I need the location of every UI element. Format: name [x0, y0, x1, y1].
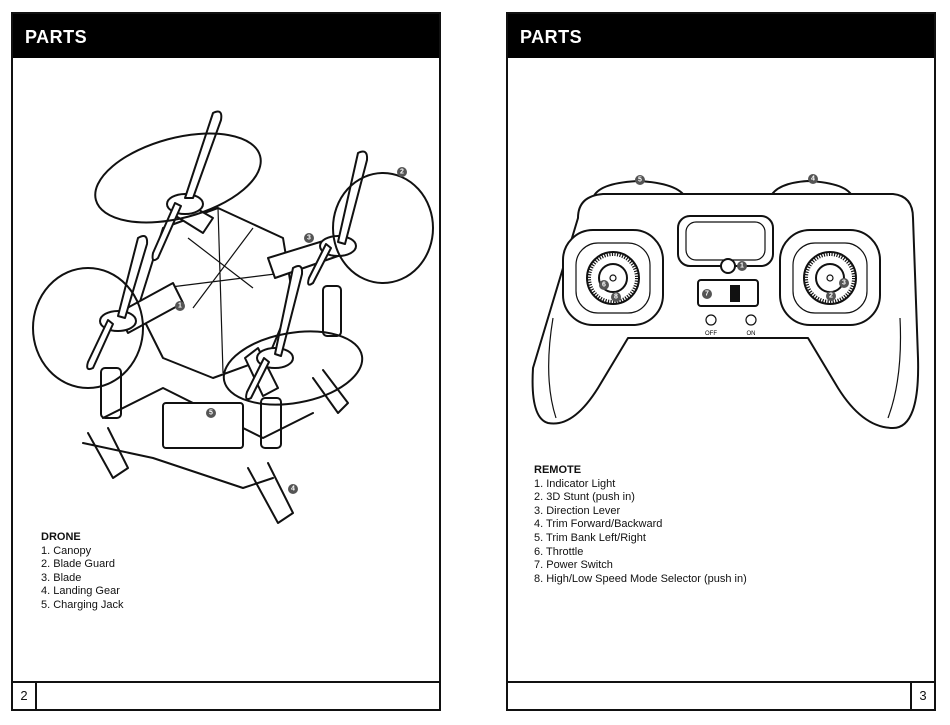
callout-1: 1 [175, 301, 185, 311]
svg-text:3: 3 [307, 235, 311, 242]
svg-text:5: 5 [209, 410, 213, 417]
page-number: 2 [13, 683, 37, 709]
list-item: 1. Indicator Light [534, 477, 616, 490]
svg-text:1: 1 [178, 303, 182, 310]
page-footer: 2 [13, 681, 439, 709]
list-item: 2. 3D Stunt (push in) [534, 491, 635, 504]
svg-text:7: 7 [705, 291, 709, 298]
drone-illustration: 1 2 3 4 5 [32, 110, 434, 524]
page-header: PARTS [13, 14, 439, 58]
callout-5: 5 [206, 408, 216, 418]
list-item: 5. Trim Bank Left/Right [534, 531, 646, 544]
list-item: 4. Trim Forward/Backward [534, 518, 663, 531]
drone-parts-list: DRONE 1. Canopy 2. Blade Guard 3. Blade … [41, 531, 124, 613]
list-item: 3. Blade [41, 571, 82, 584]
svg-text:4: 4 [291, 486, 295, 493]
list-item: 5. Charging Jack [41, 598, 124, 611]
page-number: 3 [910, 683, 934, 709]
svg-text:8: 8 [614, 294, 618, 301]
callout-4: 4 [808, 174, 818, 184]
callout-4: 4 [288, 484, 298, 494]
svg-text:1: 1 [740, 263, 744, 270]
page-left: PARTS 1 [11, 12, 441, 711]
svg-text:2: 2 [400, 169, 404, 176]
svg-text:3: 3 [842, 280, 846, 287]
list-item: 6. Throttle [534, 545, 584, 558]
svg-text:5: 5 [638, 177, 642, 184]
callout-1: 1 [737, 261, 747, 271]
remote-parts-title: REMOTE [534, 464, 582, 476]
list-item: 8. High/Low Speed Mode Selector (push in… [534, 572, 747, 585]
callout-7: 7 [702, 289, 712, 299]
callout-6: 6 [599, 280, 609, 290]
page-right: PARTS OFF ON 1 2 [506, 12, 936, 711]
callout-8: 8 [611, 292, 621, 302]
callout-5: 5 [635, 175, 645, 185]
switch-off-label: OFF [705, 331, 717, 337]
list-item: 1. Canopy [41, 544, 92, 557]
callout-2: 2 [826, 291, 836, 301]
remote-parts-list: REMOTE 1. Indicator Light 2. 3D Stunt (p… [534, 464, 747, 586]
list-item: 7. Power Switch [534, 559, 613, 572]
callout-2: 2 [397, 167, 407, 177]
switch-on-label: ON [747, 331, 756, 337]
page-footer: 3 [508, 681, 934, 709]
svg-text:2: 2 [829, 293, 833, 300]
drone-parts-title: DRONE [41, 531, 81, 543]
remote-illustration: OFF ON 1 2 3 4 5 6 7 8 [531, 174, 920, 429]
svg-text:6: 6 [602, 282, 606, 289]
callout-3: 3 [839, 278, 849, 288]
svg-text:4: 4 [811, 176, 815, 183]
list-item: 2. Blade Guard [41, 558, 115, 571]
list-item: 4. Landing Gear [41, 585, 120, 598]
list-item: 3. Direction Lever [534, 504, 621, 517]
page-header: PARTS [508, 14, 934, 58]
callout-3: 3 [304, 233, 314, 243]
